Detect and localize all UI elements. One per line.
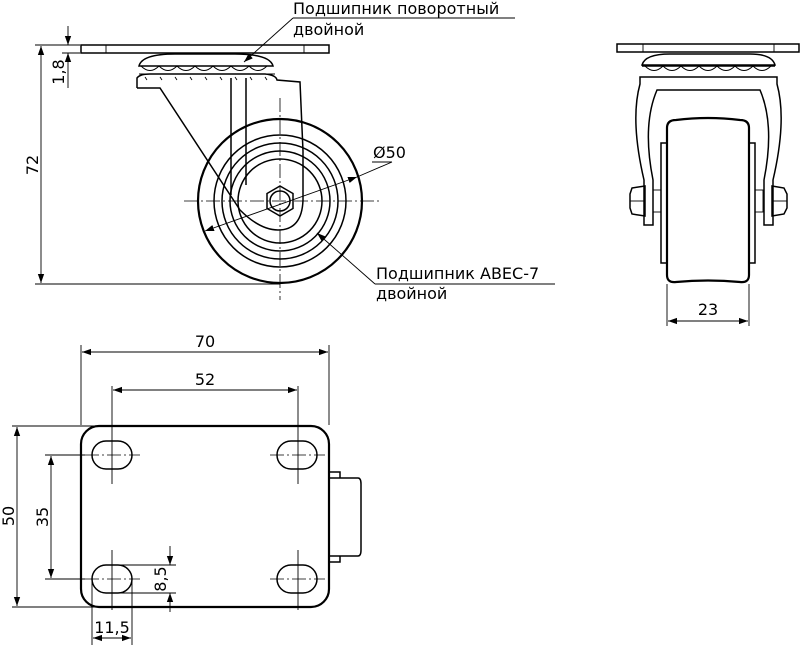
plate-length-label: 70 [195, 332, 215, 351]
wheel-diameter-label: Ø50 [373, 143, 406, 162]
wheel-bearing-callout-line2: двойной [376, 284, 447, 303]
wheel-width-label: 23 [698, 300, 718, 319]
slot-width-label: 8,5 [151, 566, 170, 591]
mounting-plate [80, 44, 330, 54]
side-view: Ø50 Подшипник поворотный двойной Подшипн… [23, 0, 555, 303]
front-mounting-plate [616, 43, 800, 53]
total-height-label: 72 [23, 155, 42, 175]
front-right-nut [771, 185, 788, 217]
front-view: 23 [616, 43, 800, 326]
slot-length-label: 11,5 [94, 618, 130, 637]
front-wheel [665, 116, 751, 284]
plate-thickness-label: 1,8 [49, 59, 68, 84]
swivel-bearing-callout-line2: двойной [293, 20, 364, 39]
swivel-bearing [138, 53, 274, 67]
hole-spacing-length-label: 52 [195, 370, 215, 389]
swivel-bearing-callout-line1: Подшипник поворотный [293, 0, 499, 18]
front-left-nut [629, 185, 646, 217]
hole-spacing-width-label: 35 [33, 507, 52, 527]
wheel-bearing-callout-line1: Подшипник ABEC-7 [376, 264, 539, 283]
plate-width-label: 50 [0, 506, 18, 526]
top-view: 70 52 50 35 8,5 11,5 [0, 332, 362, 645]
top-plate-outline [79, 424, 331, 609]
